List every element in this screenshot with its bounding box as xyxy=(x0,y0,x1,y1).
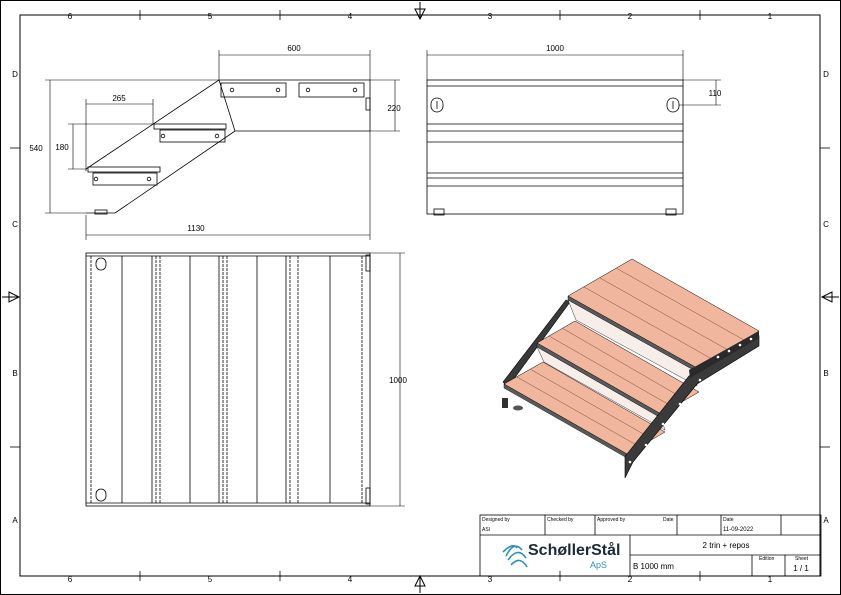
foot xyxy=(502,398,508,408)
col-label-5: 5 xyxy=(208,12,213,21)
dim-540: 540 xyxy=(29,144,43,153)
title-block xyxy=(479,514,822,577)
col-label-6: 6 xyxy=(68,12,73,21)
front-view-dimensions xyxy=(426,50,721,106)
company-logo: SchøllerStål ApS xyxy=(502,541,620,570)
row-label-c: C xyxy=(12,220,18,229)
row-label-d-right: D xyxy=(823,70,829,79)
date-label-1: Date xyxy=(663,517,674,523)
side-view-dimensions xyxy=(45,50,400,240)
designed-by-label: Designed by xyxy=(482,517,510,523)
row-label-b-right: B xyxy=(823,369,828,378)
col-label-4: 4 xyxy=(348,12,353,21)
zone-ticks xyxy=(10,10,830,581)
sheet-value: 1 / 1 xyxy=(793,564,809,573)
dim-1130: 1130 xyxy=(187,224,205,233)
col-label-1: 1 xyxy=(768,12,773,21)
date-label-2: Date xyxy=(723,517,734,523)
isometric-view xyxy=(502,258,760,479)
dim-600: 600 xyxy=(287,44,301,53)
designed-by-value: ASI xyxy=(482,527,490,533)
row-label-a-right: A xyxy=(823,516,829,525)
col-label-4-bottom: 4 xyxy=(348,575,353,584)
col-label-3: 3 xyxy=(488,12,493,21)
row-label-a: A xyxy=(12,516,18,525)
dim-220: 220 xyxy=(387,104,401,113)
front-view xyxy=(426,79,684,216)
dim-1000-front: 1000 xyxy=(546,44,564,53)
row-label-c-right: C xyxy=(823,220,829,229)
company-name: SchøllerStål xyxy=(528,541,620,559)
col-label-2-bottom: 2 xyxy=(628,575,633,584)
dim-110: 110 xyxy=(709,89,722,98)
inner-frame xyxy=(19,14,821,577)
row-label-d: D xyxy=(12,70,18,79)
checked-by-label: Checked by xyxy=(547,517,574,523)
dim-1000-plan: 1000 xyxy=(389,376,407,385)
col-label-6-bottom: 6 xyxy=(68,575,73,584)
date-value: 11-09-2022 xyxy=(723,527,754,533)
col-label-1-bottom: 1 xyxy=(768,575,773,584)
plan-view-dimensions xyxy=(370,252,405,507)
drawing-title: 2 trin + repos xyxy=(703,541,750,550)
platform-riser xyxy=(567,299,698,387)
approved-by-label: Approved by xyxy=(597,517,626,523)
company-suffix: ApS xyxy=(590,560,607,570)
drawing-subtitle: B 1000 mm xyxy=(633,562,674,571)
row-label-b: B xyxy=(12,369,17,378)
sheet-label: Sheet xyxy=(795,556,809,562)
col-label-3-bottom: 3 xyxy=(488,575,493,584)
logo-swirl-icon xyxy=(502,544,528,568)
dim-180: 180 xyxy=(55,143,69,152)
side-view xyxy=(85,79,371,215)
dim-265: 265 xyxy=(112,94,126,103)
col-label-5-bottom: 5 xyxy=(208,575,213,584)
plan-view xyxy=(85,252,371,507)
edition-label: Edition xyxy=(759,556,775,562)
col-label-2: 2 xyxy=(628,12,633,21)
